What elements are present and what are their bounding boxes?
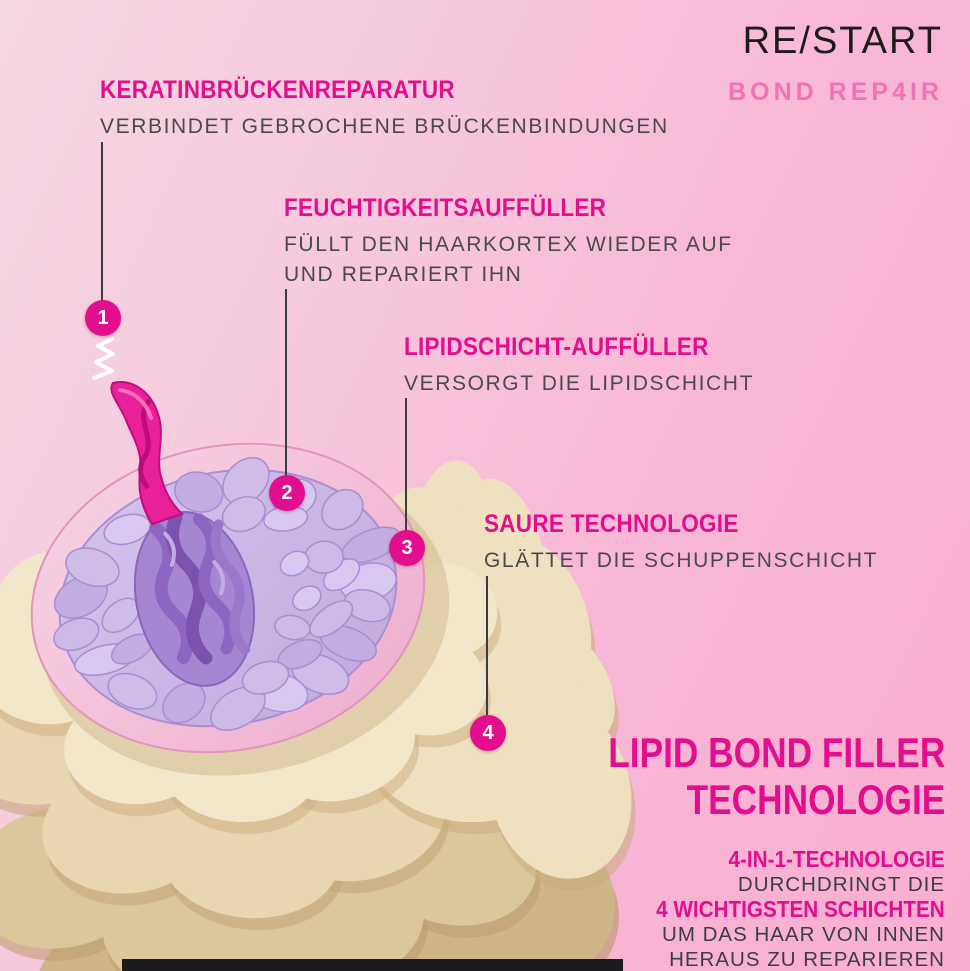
callout-keratin: KERATINBRÜCKENREPARATUR VERBINDET GEBROC… bbox=[100, 76, 669, 142]
detail-line-2: DURCHDRINGT DIE bbox=[737, 873, 945, 896]
spring-coil-icon bbox=[92, 337, 115, 380]
callout-moisture: FEUCHTIGKEITSAUFFÜLLER FÜLLT DEN HAARKOR… bbox=[284, 194, 733, 290]
headline-line-2: TECHNOLOGIE bbox=[686, 776, 945, 823]
technology-headline: LIPID BOND FILLER TECHNOLOGIE bbox=[608, 729, 945, 823]
callout-title: SAURE TECHNOLOGIE bbox=[484, 510, 739, 538]
callout-desc: VERSORGT DIE LIPIDSCHICHT bbox=[404, 372, 754, 395]
detail-line-3: 4 WICHTIGSTEN SCHICHTEN bbox=[656, 896, 945, 922]
number-badge-4: 4 bbox=[470, 715, 506, 751]
headline-line-1: LIPID BOND FILLER bbox=[607, 729, 945, 776]
connector-line-1 bbox=[101, 142, 103, 302]
callout-title: LIPIDSCHICHT-AUFFÜLLER bbox=[404, 333, 709, 361]
number-badge-2: 2 bbox=[269, 475, 305, 511]
detail-line-5: HERAUS ZU REPARIEREN bbox=[669, 948, 945, 971]
connector-line-4 bbox=[486, 576, 488, 717]
number-badge-3: 3 bbox=[389, 530, 425, 566]
callout-acidic: SAURE TECHNOLOGIE GLÄTTET DIE SCHUPPENSC… bbox=[484, 510, 878, 576]
callout-title: FEUCHTIGKEITSAUFFÜLLER bbox=[284, 194, 607, 222]
connector-line-3 bbox=[405, 398, 407, 532]
callout-desc: VERBINDET GEBROCHENE BRÜCKENBINDUNGEN bbox=[100, 115, 669, 138]
callout-lipid: LIPIDSCHICHT-AUFFÜLLER VERSORGT DIE LIPI… bbox=[404, 333, 754, 399]
keratin-bond-ribbon-illustration bbox=[110, 381, 184, 526]
cut-face-illustration bbox=[30, 442, 450, 776]
brand-logo: RE/START bbox=[742, 20, 943, 62]
callout-desc: GLÄTTET DIE SCHUPPENSCHICHT bbox=[484, 549, 879, 572]
callout-title: KERATINBRÜCKENREPARATUR bbox=[100, 76, 455, 104]
connector-line-2 bbox=[285, 289, 287, 477]
technology-details: 4-IN-1-TECHNOLOGIE DURCHDRINGT DIE 4 WIC… bbox=[624, 847, 945, 971]
detail-line-4: UM DAS HAAR VON INNEN bbox=[662, 923, 945, 946]
callout-desc: FÜLLT DEN HAARKORTEX WIEDER AUF UND REPA… bbox=[284, 233, 733, 286]
number-badge-1: 1 bbox=[85, 300, 121, 336]
detail-line-1: 4-IN-1-TECHNOLOGIE bbox=[728, 846, 945, 872]
brand-subline: BOND REP4IR bbox=[728, 78, 943, 106]
bottom-edge-strip bbox=[122, 959, 623, 971]
